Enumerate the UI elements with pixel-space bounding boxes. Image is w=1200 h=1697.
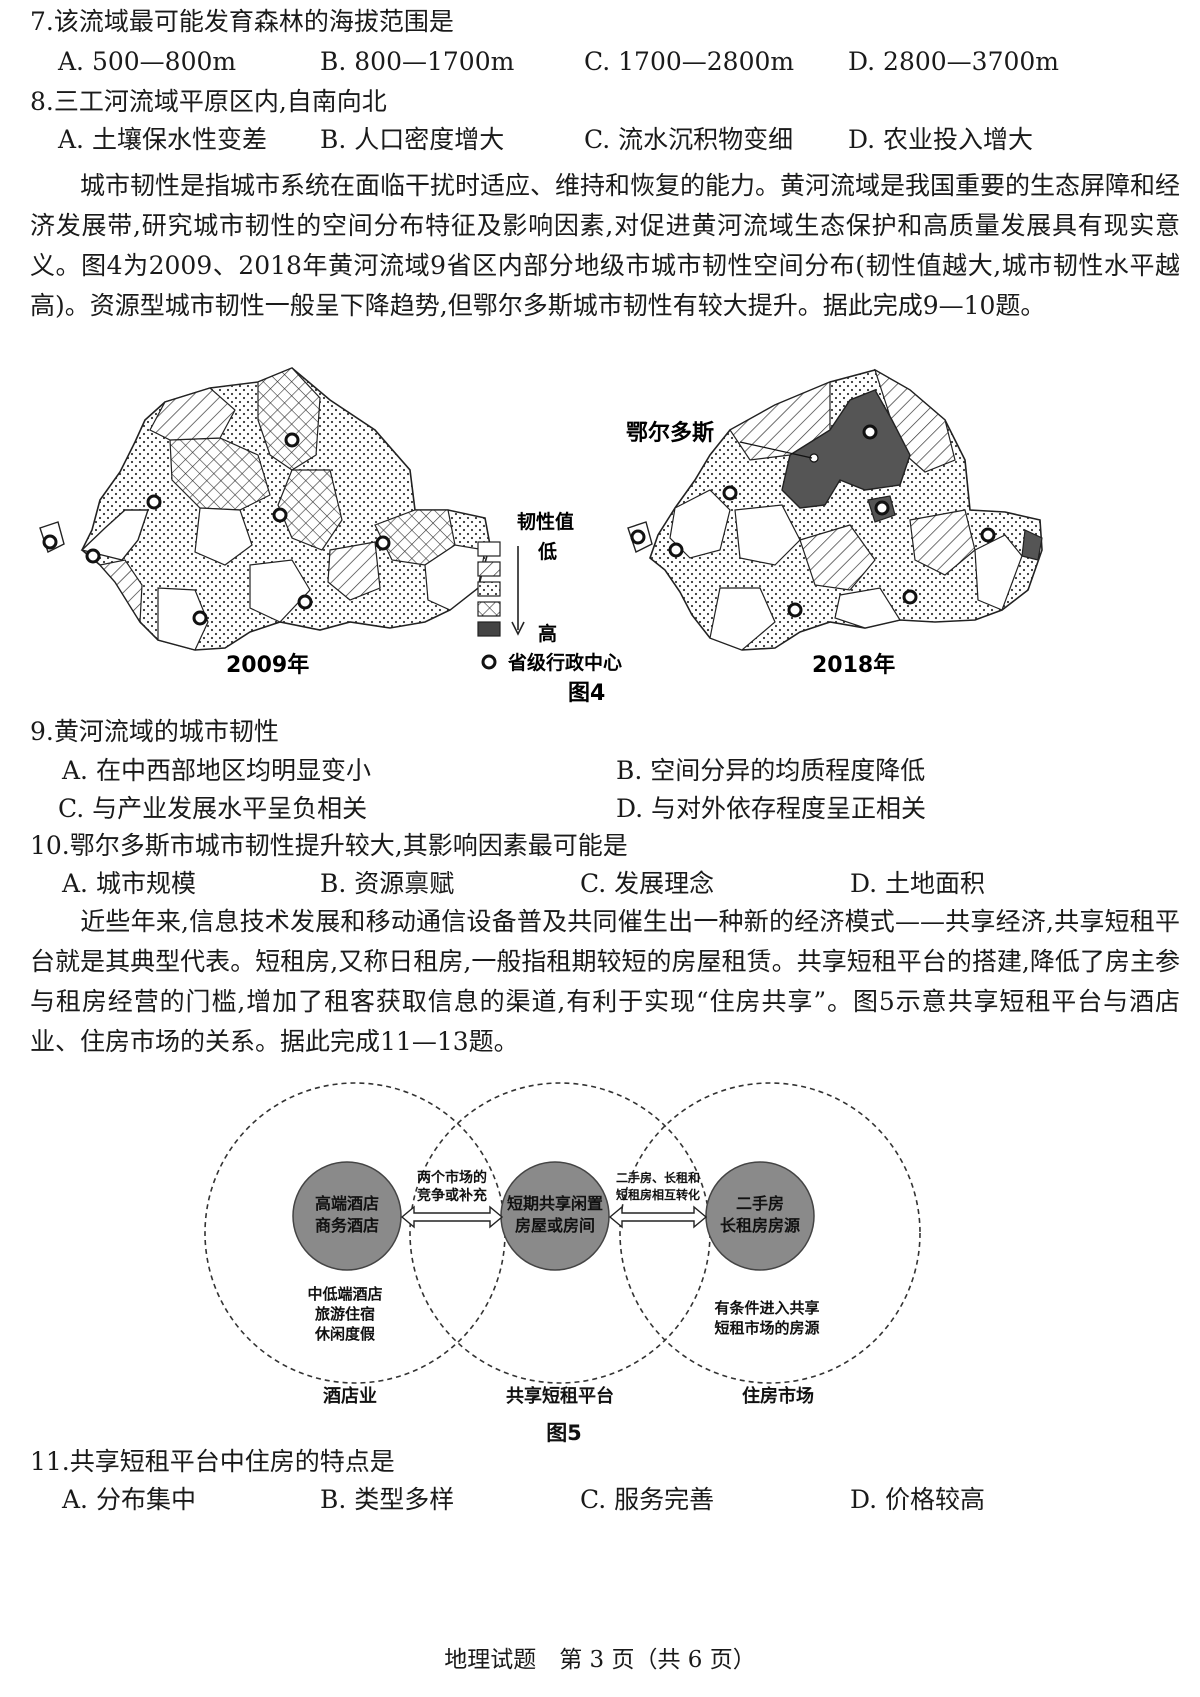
passage-1-text: 城市韧性是指城市系统在面临干扰时适应、维持和恢复的能力。黄河流域是我国重要的生态… <box>30 171 1181 320</box>
map-2018-region-plain-east <box>974 534 1023 611</box>
q9-option-a[interactable]: A. 在中西部地区均明显变小 <box>62 756 371 785</box>
housing-core <box>705 1161 815 1271</box>
question-7-options: A. 500—800m B. 800—1700m C. 1700—2800m D… <box>58 46 1178 80</box>
map-2018-region-hatch-center <box>799 524 876 591</box>
map-2018-region-plain-south <box>709 587 776 651</box>
q9-option-c[interactable]: C. 与产业发展水平呈负相关 <box>58 794 368 823</box>
map-2009-year-label: 2009年 <box>226 652 309 678</box>
map-2009-region-plain-center <box>194 507 253 566</box>
q10-option-b[interactable]: B. 资源禀赋 <box>320 869 455 898</box>
hotel-core-line1: 高端酒店 <box>315 1194 379 1213</box>
question-11-stem: 11.共享短租平台中住房的特点是 <box>30 1447 395 1476</box>
q10-option-c[interactable]: C. 发展理念 <box>580 869 715 898</box>
map-2018-region-hatch-east <box>909 509 976 576</box>
map-2009-region-hatch-northwest <box>149 387 236 441</box>
platform-label: 共享短租平台 <box>506 1385 614 1407</box>
q7-option-b[interactable]: B. 800—1700m <box>320 47 515 76</box>
ordos-callout: 鄂尔多斯 <box>626 420 714 446</box>
q7-option-d[interactable]: D. 2800—3700m <box>848 47 1059 76</box>
figure-4-caption: 图4 <box>568 681 605 705</box>
question-9-options-row1: A. 在中西部地区均明显变小 B. 空间分异的均质程度降低 <box>62 755 1182 789</box>
map-2018-region-plain-west <box>669 489 731 559</box>
q8-option-c[interactable]: C. 流水沉积物变细 <box>584 125 794 154</box>
housing-label: 住房市场 <box>742 1385 814 1407</box>
arrow-right-line1: 二手房、长租和 <box>616 1170 700 1185</box>
map-2018-region-plain-southeast <box>834 587 901 629</box>
fig4-legend: 韧性值 低 高 省级行政中心 <box>477 510 622 674</box>
map-2009-region-hatch-southeast <box>327 541 381 601</box>
question-7-stem: 7.该流域最可能发育森林的海拔范围是 <box>30 7 454 36</box>
map-2018-region-ordos <box>781 389 911 509</box>
q8-option-a[interactable]: A. 土壤保水性变差 <box>58 125 267 154</box>
arrow-left-line2: 竞争或补充 <box>417 1187 487 1204</box>
q8-option-d[interactable]: D. 农业投入增大 <box>848 125 1034 154</box>
q9-option-d[interactable]: D. 与对外依存程度呈正相关 <box>616 794 927 823</box>
legend-low: 低 <box>537 540 557 563</box>
q7-option-a[interactable]: A. 500—800m <box>58 47 237 76</box>
page-footer: 地理试题 第 3 页（共 6 页） <box>444 1647 756 1673</box>
hotel-core-line2: 商务酒店 <box>315 1216 379 1235</box>
housing-core-line1: 二手房 <box>736 1194 784 1213</box>
map-2009-capitals <box>42 432 391 626</box>
hotel-outer-line2: 旅游住宿 <box>315 1305 375 1323</box>
q10-option-d[interactable]: D. 土地面积 <box>850 869 986 898</box>
legend-capital: 省级行政中心 <box>507 651 622 674</box>
q9-option-b[interactable]: B. 空间分异的均质程度降低 <box>616 756 926 785</box>
map-2018-year-label: 2018年 <box>812 652 895 678</box>
hotel-outer-line3: 休闲度假 <box>314 1325 376 1343</box>
map-2009-region-plain-southeast <box>249 559 311 623</box>
question-9-stem: 9.黄河流域的城市韧性 <box>30 717 279 746</box>
housing-outer-line1: 有条件进入共享 <box>714 1299 819 1317</box>
double-arrow-right-icon <box>608 1205 708 1229</box>
q7-option-c[interactable]: C. 1700—2800m <box>584 47 795 76</box>
housing-core-line2: 长租房房源 <box>720 1216 800 1235</box>
housing-circle <box>619 1082 921 1384</box>
map-2009-region-hatch-west <box>98 559 143 624</box>
platform-core-line2: 房屋或房间 <box>515 1216 595 1235</box>
q10-option-a[interactable]: A. 城市规模 <box>62 869 196 898</box>
q11-option-b[interactable]: B. 类型多样 <box>320 1485 455 1514</box>
map-2018: 鄂尔多斯 2018年 <box>626 368 1043 678</box>
map-2009-region-crosshatch-central <box>169 437 271 511</box>
map-2009: 2009年 <box>39 367 491 678</box>
question-8-stem: 8.三工河流域平原区内,自南向北 <box>30 87 387 116</box>
housing-outer-line2: 短租市场的房源 <box>714 1319 819 1337</box>
q11-option-d[interactable]: D. 价格较高 <box>850 1485 986 1514</box>
figure-4-maps: 2009年 韧性值 低 高 省级行政中心 <box>39 367 1043 705</box>
hotel-label: 酒店业 <box>323 1385 377 1407</box>
passage-2-text: 近些年来,信息技术发展和移动通信设备普及共同催生出一种新的经济模式——共享经济,… <box>30 907 1180 1056</box>
question-10-stem: 10.鄂尔多斯市城市韧性提升较大,其影响因素最可能是 <box>30 831 628 860</box>
q8-option-b[interactable]: B. 人口密度增大 <box>320 125 505 154</box>
arrow-left-line1: 两个市场的 <box>417 1169 487 1186</box>
hotel-core <box>292 1161 402 1271</box>
map-2018-capitals <box>630 424 996 618</box>
q11-option-c[interactable]: C. 服务完善 <box>580 1485 715 1514</box>
arrow-right-line2: 短租房相互转化 <box>616 1187 700 1202</box>
map-2018-region-dark-east-tip <box>1021 529 1043 561</box>
hotel-outer-line1: 中低端酒店 <box>307 1285 382 1303</box>
map-2009-region-crosshatch-north <box>257 367 321 471</box>
question-9-options-row2: C. 与产业发展水平呈负相关 D. 与对外依存程度呈正相关 <box>58 793 1178 827</box>
map-2018-region-plain-center <box>734 504 801 566</box>
platform-core-line1: 短期共享闲置 <box>507 1194 603 1213</box>
question-10-options: A. 城市规模 B. 资源禀赋 C. 发展理念 D. 土地面积 <box>62 868 1182 902</box>
double-arrow-left-icon <box>400 1205 504 1229</box>
question-8-options: A. 土壤保水性变差 B. 人口密度增大 C. 流水沉积物变细 D. 农业投入增… <box>58 124 1178 158</box>
figure-5-venn: 高端酒店 商务酒店 短期共享闲置 房屋或房间 二手房 长租房房源 中低端酒店 旅… <box>204 1082 921 1445</box>
map-2009-region-crosshatch-east <box>277 469 343 551</box>
q11-option-a[interactable]: A. 分布集中 <box>62 1485 196 1514</box>
legend-high: 高 <box>538 622 557 645</box>
legend-title: 韧性值 <box>517 510 574 533</box>
figure-5-caption: 图5 <box>546 1421 582 1445</box>
passage-urban-resilience: 城市韧性是指城市系统在面临干扰时适应、维持和恢复的能力。黄河流域是我国重要的生态… <box>30 166 1180 326</box>
map-2009-region-plain-south <box>157 587 209 651</box>
passage-sharing-economy: 近些年来,信息技术发展和移动通信设备普及共同催生出一种新的经济模式——共享经济,… <box>30 902 1180 1062</box>
question-11-options: A. 分布集中 B. 类型多样 C. 服务完善 D. 价格较高 <box>62 1484 1182 1518</box>
